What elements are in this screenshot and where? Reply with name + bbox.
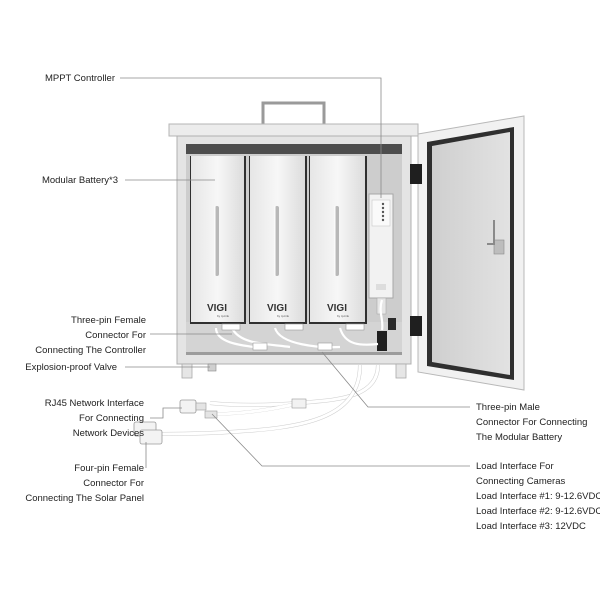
leader-mppt <box>120 77 382 198</box>
external-cables <box>149 364 380 436</box>
leader-load <box>211 413 470 467</box>
interior-top-rail <box>186 144 402 154</box>
modular-battery-1: VIGI by tp-link <box>190 156 246 324</box>
interior-floor <box>186 352 402 355</box>
battery-brand-3: VIGI <box>327 303 347 314</box>
connector-plug-1 <box>377 331 387 351</box>
modular-battery-3: VIGI by tp-link <box>309 156 367 324</box>
external-connectors <box>133 398 307 445</box>
leader-three-pin-male <box>321 351 470 408</box>
explosion-proof-valve <box>207 363 217 372</box>
label-explosion-proof-valve: Explosion-proof Valve <box>25 362 117 373</box>
modular-battery-2: VIGI by tp-link <box>249 156 307 324</box>
battery-brand-1: VIGI <box>207 303 227 314</box>
top-handle <box>261 101 326 126</box>
cabinet-door <box>410 115 525 391</box>
leader-lines <box>120 77 470 468</box>
internal-connectors <box>221 323 365 351</box>
battery-sub-2: by tp-link <box>277 314 290 318</box>
label-modular-battery: Modular Battery*3 <box>41 175 118 186</box>
label-three-pin-male: Three-pin Male Connector For Connecting … <box>476 402 588 443</box>
door-latch <box>487 220 505 255</box>
battery-sub-3: by tp-link <box>337 314 350 318</box>
battery-brand-2: VIGI <box>267 303 287 314</box>
label-three-pin-female: Three-pin Female Connector For Connectin… <box>35 315 146 356</box>
battery-sub-1: by tp-link <box>217 314 230 318</box>
connector-plug-2 <box>388 318 396 330</box>
label-load-interface: Load Interface For Connecting Cameras Lo… <box>476 461 600 532</box>
cabinet-foot-right <box>395 363 407 379</box>
leader-rj45 <box>150 407 182 419</box>
label-four-pin-female: Four-pin Female Connector For Connecting… <box>25 463 144 504</box>
door-hinge-bottom <box>410 316 422 336</box>
door-hinge-top <box>410 164 422 184</box>
label-mppt-controller: MPPT Controller <box>44 73 115 84</box>
mppt-controller <box>368 193 394 315</box>
label-rj45-interface: RJ45 Network Interface For Connecting Ne… <box>44 398 144 439</box>
cabinet-foot-left <box>181 363 193 379</box>
